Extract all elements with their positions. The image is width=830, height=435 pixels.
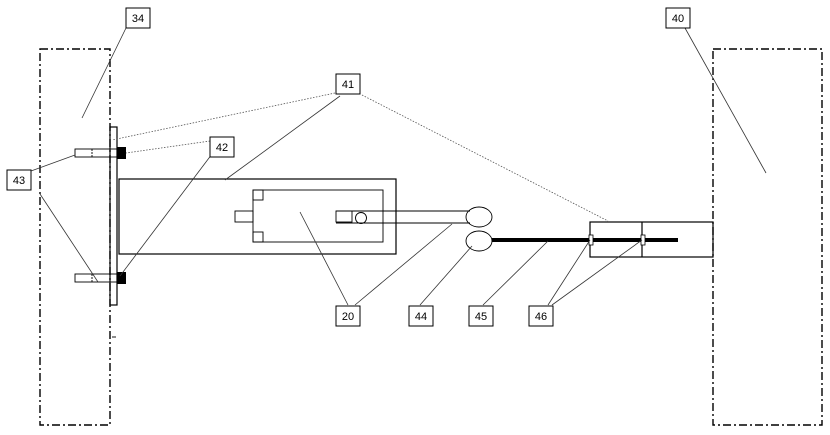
connecting-arm [336,210,470,224]
svg-text:41: 41 [342,79,354,91]
housing-body [118,178,397,255]
label-40: 40 [665,7,691,29]
leader-20-b [354,223,453,306]
leader-43-a [30,154,76,172]
label-20: 20 [335,305,361,327]
right-wheel-outline [712,48,823,426]
pivot-pin [355,212,367,224]
upper-roller [465,206,493,228]
leader-45 [482,240,549,306]
label-34: 34 [125,7,151,29]
mounting-plate [109,126,118,306]
lower-bolt [74,272,126,284]
left-wheel-outline [39,48,111,426]
label-45: 45 [468,305,494,327]
label-41: 41 [335,73,361,95]
leader-43-b [39,193,99,283]
svg-text:43: 43 [13,175,25,187]
leader-41-b [224,95,341,181]
svg-text:44: 44 [415,311,427,323]
label-46: 46 [528,305,554,327]
svg-text:34: 34 [132,13,144,25]
leader-44 [419,245,473,306]
leader-41-c [361,94,609,222]
svg-text:45: 45 [475,311,487,323]
leader-42-a [125,140,211,154]
svg-text:46: 46 [535,311,547,323]
cylinder-sleeve [588,221,714,258]
leader-42-b [119,153,213,277]
label-42: 42 [209,136,235,158]
label-44: 44 [408,305,434,327]
leader-20-a [299,211,349,306]
label-43: 43 [6,169,32,191]
leader-34 [81,27,127,119]
leader-41-a [111,92,336,141]
leader-46-b [551,239,643,306]
svg-text:20: 20 [342,311,354,323]
leader-46-a [547,239,591,306]
upper-bolt [74,147,126,159]
svg-text:40: 40 [672,13,684,25]
inner-slider [234,189,384,243]
leader-40 [684,27,767,174]
svg-text:42: 42 [216,142,228,154]
